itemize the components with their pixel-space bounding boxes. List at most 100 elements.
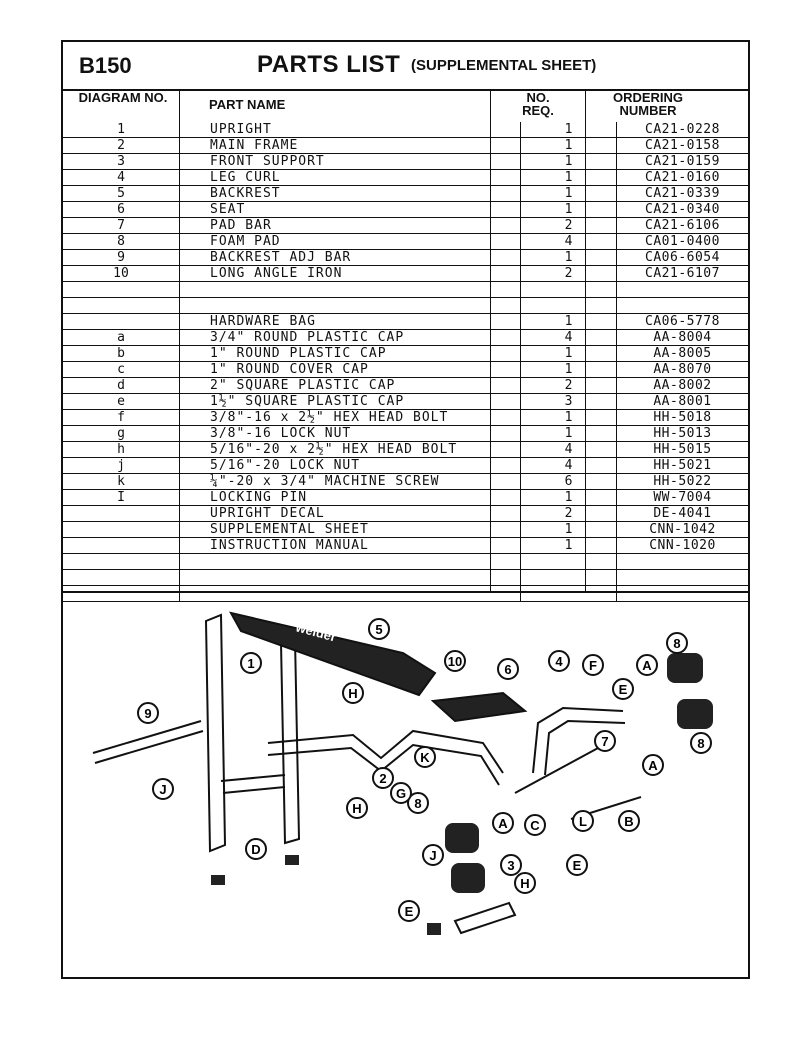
order-number-cell (616, 553, 748, 570)
callout-label: J (429, 848, 436, 863)
pad-bar (514, 740, 612, 794)
upright-post (204, 613, 227, 853)
order-number-cell: AA-8005 (616, 345, 748, 362)
callout-7: 7 (594, 730, 616, 752)
diagram-no-cell (63, 281, 180, 298)
foam-pad (451, 863, 485, 893)
order-number-cell: HH-5013 (616, 425, 748, 442)
square-cap (285, 855, 299, 865)
diagram-no-cell: a (63, 329, 180, 346)
order-number-cell: WW-7004 (616, 489, 748, 506)
callout-label: 8 (673, 636, 680, 651)
diagram-no-cell: 1 (63, 122, 180, 138)
diagram-no-cell: k (63, 473, 180, 490)
diagram-no-cell: b (63, 345, 180, 362)
callout-5: 5 (368, 618, 390, 640)
part-name-cell: 3/4" ROUND PLASTIC CAP (179, 329, 521, 346)
diagram-no-cell: f (63, 409, 180, 426)
qty-cell: 1 (520, 249, 617, 266)
order-number-cell (616, 297, 748, 314)
callout-label: H (352, 801, 361, 816)
foam-pad (677, 699, 713, 729)
page-subtitle: (SUPPLEMENTAL SHEET) (411, 57, 597, 74)
col-diagram-no: DIAGRAM NO. (78, 90, 168, 105)
table-row (63, 585, 748, 602)
part-name-cell: PAD BAR (179, 217, 521, 234)
callout-3: 3 (500, 854, 522, 876)
qty-cell: 1 (520, 425, 617, 442)
part-name-cell (179, 569, 521, 586)
qty-cell: 2 (520, 217, 617, 234)
diagram-no-cell: 10 (63, 265, 180, 282)
diagram-no-cell: 3 (63, 153, 180, 170)
callout-8: 8 (666, 632, 688, 654)
callout-a: A (642, 754, 664, 776)
diagram-no-cell: 4 (63, 169, 180, 186)
callout-label: H (520, 876, 529, 891)
qty-cell: 1 (520, 122, 617, 138)
upright-crossbar (222, 786, 286, 794)
order-number-cell: HH-5018 (616, 409, 748, 426)
diagram-no-cell: 2 (63, 137, 180, 154)
part-name-cell: 1½" SQUARE PLASTIC CAP (179, 393, 521, 410)
part-name-cell: INSTRUCTION MANUAL (179, 537, 521, 554)
qty-cell: 4 (520, 233, 617, 250)
order-number-cell: HH-5015 (616, 441, 748, 458)
diagram-no-cell: j (63, 457, 180, 474)
diagram-no-cell: c (63, 361, 180, 378)
qty-cell: 1 (520, 185, 617, 202)
order-number-cell: CNN-1042 (616, 521, 748, 538)
qty-cell: 4 (520, 457, 617, 474)
diagram-no-cell (63, 553, 180, 570)
part-name-cell: 2" SQUARE PLASTIC CAP (179, 377, 521, 394)
qty-cell: 2 (520, 265, 617, 282)
table-row (63, 553, 748, 570)
qty-cell: 1 (520, 361, 617, 378)
part-name-cell: FRONT SUPPORT (179, 153, 521, 170)
part-name-cell: UPRIGHT DECAL (179, 505, 521, 522)
backrest-adj-bar (92, 720, 202, 754)
callout-label: 8 (414, 796, 421, 811)
callout-d: D (245, 838, 267, 860)
table-row (63, 569, 748, 586)
order-number-cell: CNN-1020 (616, 537, 748, 554)
main-frame (267, 743, 500, 786)
callout-label: G (396, 786, 406, 801)
order-number-cell: AA-8002 (616, 377, 748, 394)
part-name-cell (179, 585, 521, 602)
order-number-cell: AA-8070 (616, 361, 748, 378)
section-divider (63, 591, 748, 593)
seat-pad (430, 691, 528, 723)
part-name-cell (179, 281, 521, 298)
callout-label: K (420, 750, 430, 765)
callout-k: K (414, 746, 436, 768)
qty-cell: 1 (520, 201, 617, 218)
order-number-cell: HH-5022 (616, 473, 748, 490)
callout-a: A (492, 812, 514, 834)
callout-g: G (390, 782, 412, 804)
qty-cell: 2 (520, 377, 617, 394)
callout-a: A (636, 654, 658, 676)
callout-6: 6 (497, 658, 519, 680)
backrest-adj-bar (94, 730, 204, 764)
diagram-no-cell: 5 (63, 185, 180, 202)
part-name-cell: LONG ANGLE IRON (179, 265, 521, 282)
callout-label: B (624, 814, 633, 829)
main-frame (267, 729, 504, 774)
callout-label: 2 (379, 771, 386, 786)
order-number-cell: CA01-0400 (616, 233, 748, 250)
order-number-cell: CA21-0158 (616, 137, 748, 154)
part-name-cell: ¼"-20 x 3/4" MACHINE SCREW (179, 473, 521, 490)
